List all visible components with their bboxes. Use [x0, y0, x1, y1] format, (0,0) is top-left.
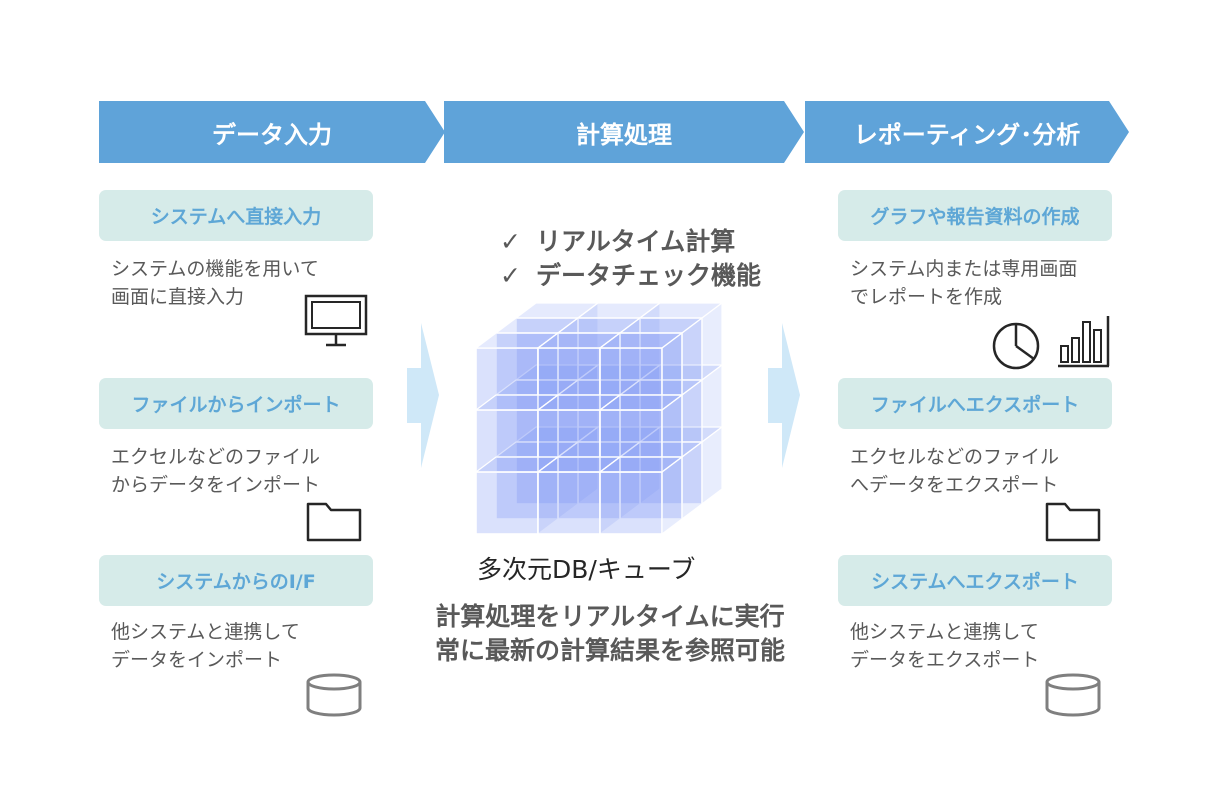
cube-cell [598, 455, 684, 536]
flow-arrow-icon [407, 323, 439, 468]
check-label: データチェック機能 [536, 261, 762, 290]
cube-cell [494, 316, 580, 397]
monitor-icon [304, 294, 368, 347]
output-title-file: ファイルへエクスポート [838, 378, 1112, 429]
stage-bar-processing: 計算処理 [444, 101, 804, 163]
stage-bar-reporting: レポーティング･分析 [805, 101, 1129, 163]
cube-cell [598, 331, 684, 412]
desc-line: でレポートを作成 [850, 286, 1003, 308]
desc-line: データをインポート [111, 649, 283, 671]
chevron-shape [99, 101, 445, 163]
bar-chart-icon [1058, 316, 1110, 368]
check-icon: ✓ [500, 227, 521, 256]
desc-line: からデータをインポート [111, 474, 321, 496]
input-desc-interface: 他システムと連携して データをインポート [111, 618, 300, 674]
desc-line: エクセルなどのファイル [111, 446, 321, 468]
cube-label: 多次元DB/キューブ [477, 555, 696, 584]
stage-label: データ入力 [212, 120, 332, 149]
cube-cell [556, 316, 642, 397]
stage-bar-input: データ入力 [99, 101, 445, 163]
chevron-shape [805, 101, 1129, 163]
cube-cell [618, 316, 704, 397]
stage-label: 計算処理 [576, 120, 672, 149]
output-desc-file: エクセルなどのファイル へデータをエクスポート [850, 443, 1059, 499]
desc-line: 他システムと連携して [850, 621, 1039, 643]
desc-line: エクセルなどのファイル [850, 446, 1060, 468]
input-desc-direct: システムの機能を用いて 画面に直接入力 [111, 255, 319, 311]
check-icon: ✓ [500, 261, 521, 290]
input-title-direct: システムへ直接入力 [99, 190, 373, 241]
cube-cell [536, 331, 622, 412]
desc-line: 画面に直接入力 [111, 286, 245, 308]
output-desc-system: 他システムと連携して データをエクスポート [850, 618, 1039, 674]
summary-line-2: 常に最新の計算結果を参照可能 [434, 636, 785, 665]
check-item-realtime: ✓ リアルタイム計算 [500, 222, 735, 258]
stage-label: レポーティング･分析 [853, 120, 1081, 149]
summary-line-1: 計算処理をリアルタイムに実行 [435, 602, 785, 631]
check-label: リアルタイム計算 [536, 227, 736, 256]
chevron-shape [444, 101, 804, 163]
input-title-interface: システムからのI/F [99, 555, 373, 606]
output-title-report: グラフや報告資料の作成 [838, 190, 1112, 241]
cube-cell [638, 301, 724, 382]
output-desc-report: システム内または専用画面 でレポートを作成 [850, 255, 1077, 311]
folder-icon [306, 502, 362, 542]
cube-cell [474, 331, 560, 412]
database-icon [306, 673, 362, 717]
flow-arrow-icon [768, 323, 800, 468]
desc-line: データをエクスポート [850, 649, 1040, 671]
cube-cell [598, 393, 684, 474]
input-title-file: ファイルからインポート [99, 378, 373, 429]
pie-chart-icon [992, 322, 1040, 370]
desc-line: へデータをエクスポート [850, 474, 1059, 496]
folder-icon [1045, 502, 1101, 542]
cube-cell [536, 455, 622, 536]
desc-line: 他システムと連携して [111, 621, 300, 643]
output-title-system: システムへエクスポート [838, 555, 1112, 606]
database-icon [1045, 673, 1101, 717]
data-cube-icon [474, 301, 724, 536]
desc-line: システムの機能を用いて [111, 258, 319, 280]
desc-line: システム内または専用画面 [850, 258, 1078, 280]
check-item-datacheck: ✓ データチェック機能 [500, 256, 761, 292]
input-desc-file: エクセルなどのファイル からデータをインポート [111, 443, 320, 499]
